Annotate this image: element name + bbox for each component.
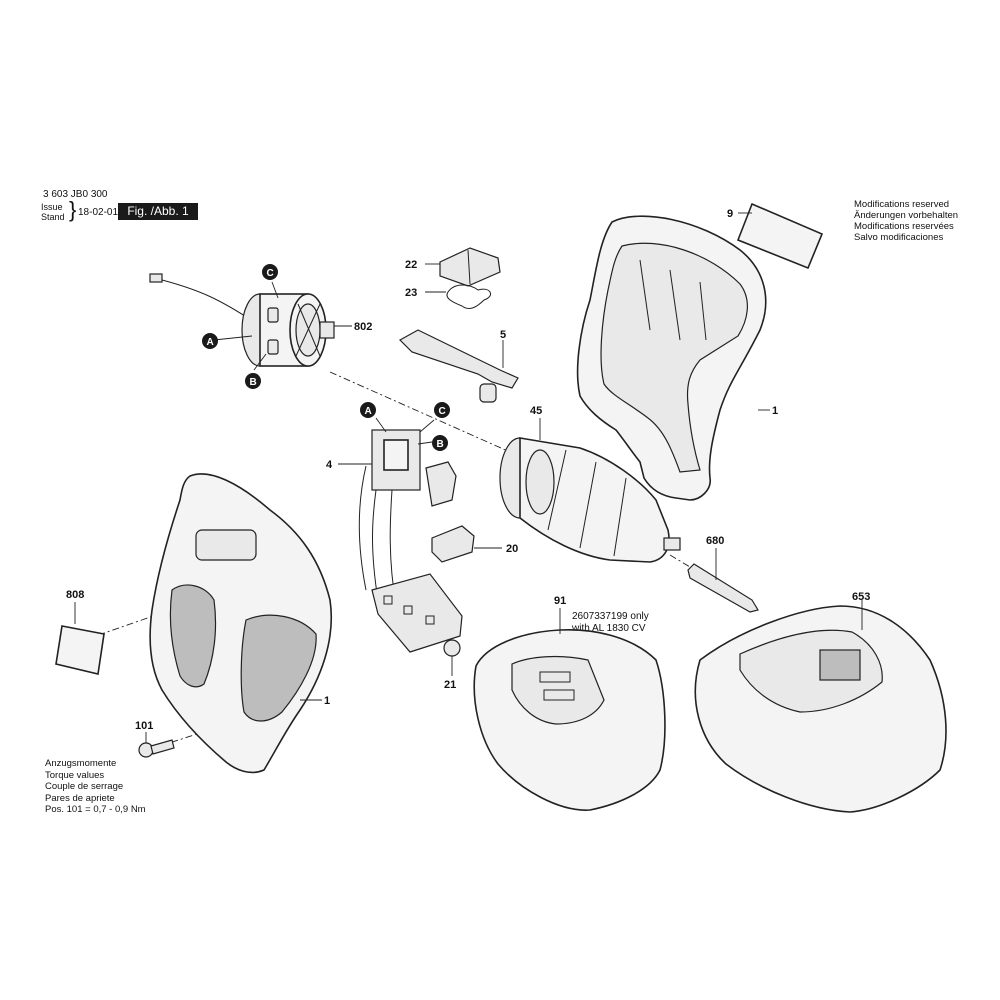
marker-b-switch: B — [432, 435, 448, 451]
part-45-chuck-gearbox — [499, 418, 681, 563]
label-1-bottom: 1 — [324, 695, 330, 707]
part-653-charger — [694, 600, 947, 813]
modifications-note: Modifications reserved Änderungen vorbeh… — [854, 199, 958, 243]
torque-line-de: Anzugsmomente — [45, 758, 117, 769]
label-5: 5 — [500, 329, 506, 341]
label-21: 21 — [444, 679, 456, 691]
marker-b-switch-text: B — [437, 439, 444, 450]
marker-a-motor-text: A — [207, 337, 214, 348]
axis-line-motor — [329, 371, 511, 453]
label-23: 23 — [405, 287, 417, 299]
part-number: 3 603 JB0 300 — [43, 189, 108, 200]
label-91: 91 — [554, 595, 566, 607]
marker-b-motor: B — [245, 373, 261, 389]
marker-c-motor-text: C — [267, 268, 274, 279]
label-22: 22 — [405, 259, 417, 271]
part-91-battery — [473, 608, 666, 811]
label-9: 9 — [727, 208, 733, 220]
mod-line-de: Änderungen vorbehalten — [854, 210, 959, 221]
issue-label: Issue — [41, 202, 63, 212]
label-653: 653 — [852, 591, 870, 603]
torque-line-value: Pos. 101 = 0,7 - 0,9 Nm — [45, 804, 146, 815]
label-680: 680 — [706, 535, 724, 547]
part-802-motor — [149, 273, 352, 371]
torque-line-es: Pares de apriete — [45, 792, 115, 804]
label-802: 802 — [354, 321, 372, 333]
torque-note: Anzugsmomente Torque values Couple de se… — [45, 758, 146, 816]
part-20-connector — [431, 525, 502, 563]
mod-line-fr: Modifications reservées — [854, 221, 954, 232]
part-808-label — [55, 602, 105, 675]
issue-stand-label: Issue Stand — [41, 202, 71, 222]
issue-date: 18-02-01 — [78, 207, 119, 218]
battery-note-line-2: with AL 1830 CV — [572, 623, 646, 634]
marker-a-switch: A — [360, 402, 376, 418]
label-4: 4 — [326, 459, 333, 471]
part-21-led — [443, 639, 461, 676]
label-45: 45 — [530, 405, 542, 417]
label-20: 20 — [506, 543, 518, 555]
torque-line-en: Torque values — [45, 769, 105, 781]
brace-glyph: } — [69, 197, 77, 222]
label-101: 101 — [135, 720, 153, 732]
part-4-switch-module — [338, 417, 463, 653]
part-22-switch-cap — [425, 247, 501, 287]
mod-line-en: Modifications reserved — [854, 199, 950, 210]
part-680-screwdriver-bit — [687, 548, 759, 613]
marker-c-motor: C — [262, 264, 278, 280]
battery-note: 2607337199 only with AL 1830 CV — [572, 611, 649, 635]
mod-line-es: Salvo modificaciones — [854, 232, 944, 243]
part-5-slide-switch — [399, 329, 519, 403]
part-23-spring — [425, 284, 492, 309]
label-1-top: 1 — [772, 405, 778, 417]
part-1-housing-left — [149, 473, 332, 774]
marker-a-motor: A — [202, 333, 218, 349]
marker-c-switch-text: C — [439, 406, 446, 417]
label-808: 808 — [66, 589, 84, 601]
figure-label: Fig. /Abb. 1 — [118, 203, 198, 220]
battery-note-line-1: 2607337199 only — [572, 611, 649, 622]
marker-a-switch-text: A — [365, 406, 372, 417]
torque-line-fr: Couple de serrage — [45, 781, 124, 792]
part-101-screw — [138, 732, 175, 758]
marker-b-motor-text: B — [250, 377, 257, 388]
marker-c-switch: C — [434, 402, 450, 418]
part-1-housing-right — [576, 215, 770, 501]
part-9-label-sticker — [736, 202, 824, 270]
stand-label: Stand — [41, 212, 65, 222]
